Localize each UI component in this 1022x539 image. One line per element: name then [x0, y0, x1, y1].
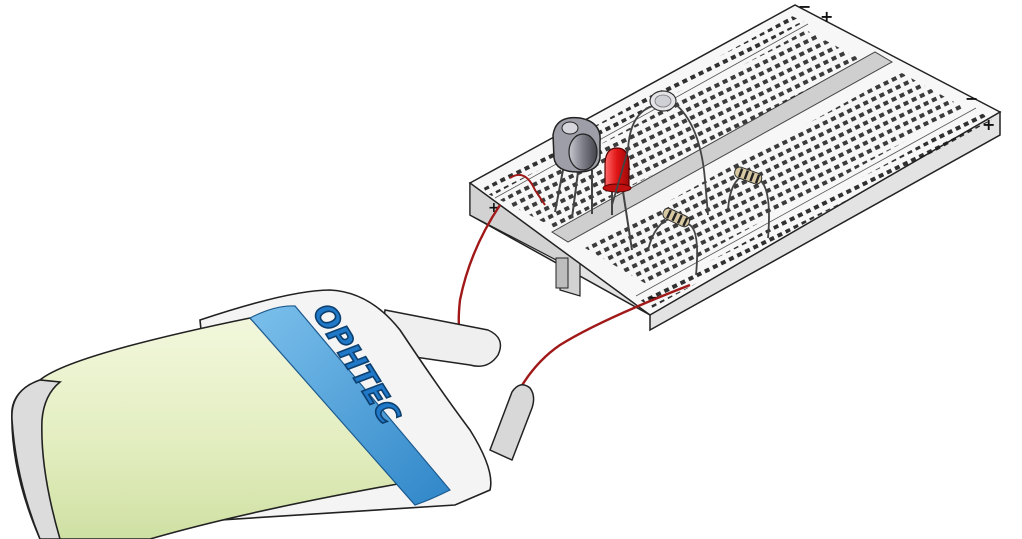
battery-label-band — [249, 305, 451, 506]
rail-plus-label: + — [820, 7, 833, 26]
battery-terminal-tab — [489, 384, 535, 462]
battery-end-cap — [11, 379, 63, 539]
transistor-leg — [571, 171, 579, 219]
transistor — [552, 116, 601, 173]
rail-divider — [494, 23, 809, 199]
power-rail-bottom — [640, 112, 992, 308]
battery-wire-negative — [516, 283, 691, 393]
board-notch — [555, 257, 569, 289]
rail-plus-label: + — [488, 200, 500, 216]
breadboard-center-channel — [551, 51, 894, 243]
transistor-leg — [554, 169, 564, 213]
battery: OPHTEC — [11, 289, 535, 539]
rail-minus-label: − — [965, 89, 978, 108]
resistor — [647, 207, 699, 276]
rail-minus-label: − — [648, 290, 660, 306]
resistor — [727, 166, 770, 239]
hole-grid-upper — [500, 30, 862, 228]
rail-plus-label: + — [982, 115, 995, 134]
hole-grid-lower — [585, 72, 965, 285]
photoresistor — [611, 90, 709, 216]
jumper-wire — [509, 174, 546, 206]
rail-divider — [635, 107, 977, 297]
rail-minus-label: − — [798, 0, 811, 16]
components — [509, 90, 770, 276]
led — [602, 147, 633, 251]
breadboard: + − + − + − — [468, 0, 1002, 332]
breadboard-top — [468, 4, 1002, 316]
